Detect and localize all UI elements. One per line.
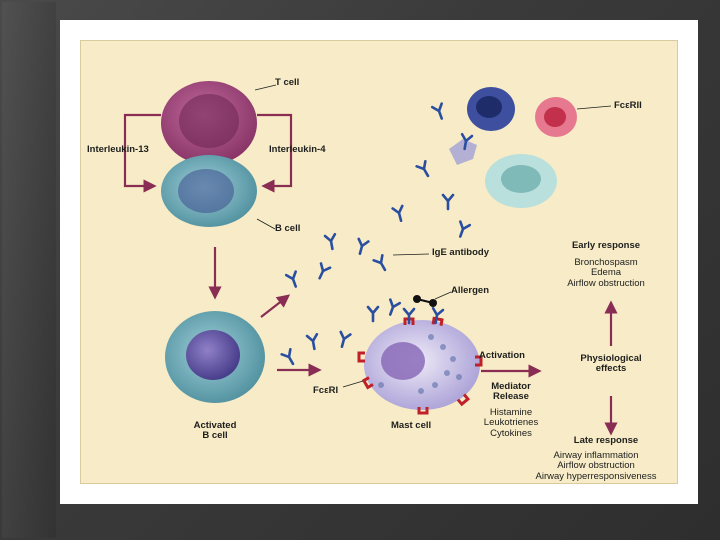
interleukin-4-label: Interleukin-4 xyxy=(269,145,326,155)
red-cell-illustration xyxy=(535,97,577,137)
slide-left-accent xyxy=(2,2,56,538)
late-response-item: Airway hyperresponsiveness xyxy=(521,472,671,482)
ige-antibody-label: IgE antibody xyxy=(432,248,489,258)
late-response-list: Airway inflammation Airflow obstruction … xyxy=(521,451,671,482)
activation-label: Activation xyxy=(479,351,525,361)
fceri-top-label: FcεRII xyxy=(614,101,642,111)
early-response-title: Early response xyxy=(551,241,661,251)
mediator-item: Cytokines xyxy=(479,429,543,439)
allergy-pathway-diagram: T cell Interleukin-13 Interleukin-4 B ce… xyxy=(80,40,678,484)
allergen-label: Allergen xyxy=(451,286,489,296)
fceri-mast-label: FcεRI xyxy=(313,386,338,396)
early-response-list: Bronchospasm Edema Airflow obstruction xyxy=(551,258,661,289)
b-cell-illustration xyxy=(161,155,257,227)
b-cell-label: B cell xyxy=(275,224,300,234)
mast-cell-label: Mast cell xyxy=(391,421,431,431)
interleukin-13-label: Interleukin-13 xyxy=(87,145,149,155)
late-response-title: Late response xyxy=(551,436,661,446)
basophil-illustration xyxy=(467,87,515,131)
allergen-molecule xyxy=(413,295,437,307)
t-cell-label: T cell xyxy=(275,78,299,88)
activated-b-cell-label: Activated B cell xyxy=(179,421,251,442)
t-cell-illustration xyxy=(161,81,257,165)
platelet-illustration xyxy=(449,139,477,165)
mast-cell-illustration xyxy=(364,320,480,410)
physiological-effects-label: Physiological effects xyxy=(559,354,663,375)
eosinophil-illustration xyxy=(485,154,557,208)
activated-b-cell-illustration xyxy=(165,311,265,403)
early-response-item: Airflow obstruction xyxy=(551,279,661,289)
slide-canvas: T cell Interleukin-13 Interleukin-4 B ce… xyxy=(60,20,698,504)
mediator-list: Histamine Leukotrienes Cytokines xyxy=(479,408,543,439)
mediator-release-label: Mediator Release xyxy=(479,382,543,403)
ige-production-arrow xyxy=(261,296,288,317)
